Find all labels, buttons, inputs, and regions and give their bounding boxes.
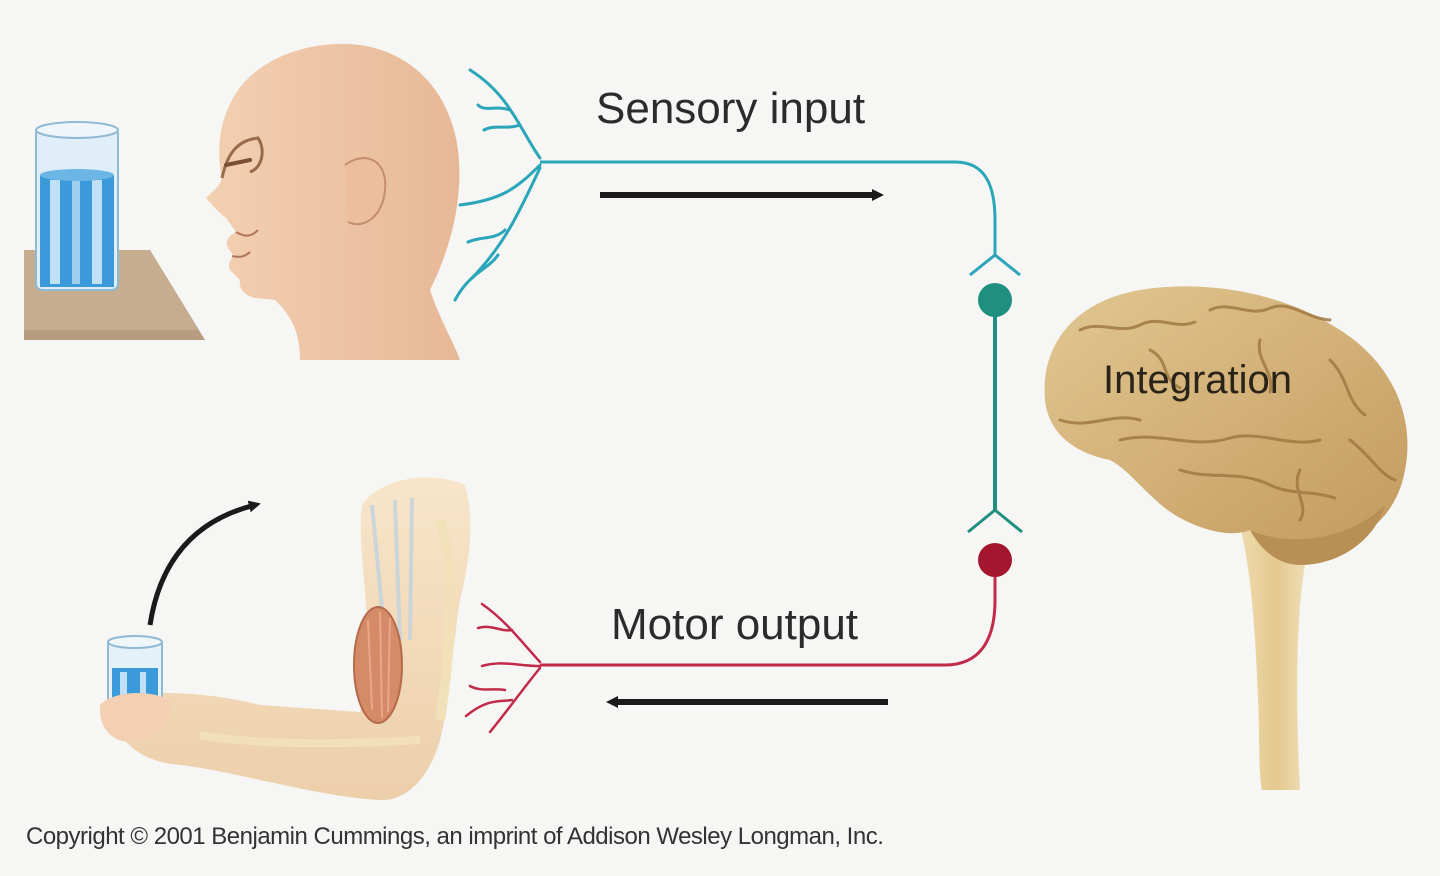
lift-motion-arrow (147, 500, 261, 626)
water-glass (35, 121, 119, 291)
motor-neuron (540, 543, 1012, 667)
motor-output-label: Motor output (611, 600, 859, 649)
arm-with-glass (99, 477, 471, 800)
table-with-glass (24, 121, 205, 340)
brain-folds (1058, 304, 1397, 522)
sensory-input-label: Sensory input (596, 84, 866, 133)
integration-label: Integration (1103, 358, 1293, 402)
sensory-nerve-endings (453, 68, 542, 302)
cerebellum (1250, 505, 1385, 565)
human-head (206, 43, 460, 361)
brain (1044, 286, 1408, 546)
held-glass (107, 635, 163, 711)
sensory-nerve-pathway (540, 160, 997, 255)
spinal-cord (1238, 520, 1315, 790)
sensory-synapse-fork (969, 253, 1021, 277)
brain-and-spinal-cord (1044, 286, 1408, 790)
biceps-muscle (353, 606, 403, 724)
copyright-notice: Copyright © 2001 Benjamin Cummings, an i… (26, 823, 884, 850)
interneuron (967, 283, 1023, 534)
motor-nerve-endings (464, 602, 542, 734)
